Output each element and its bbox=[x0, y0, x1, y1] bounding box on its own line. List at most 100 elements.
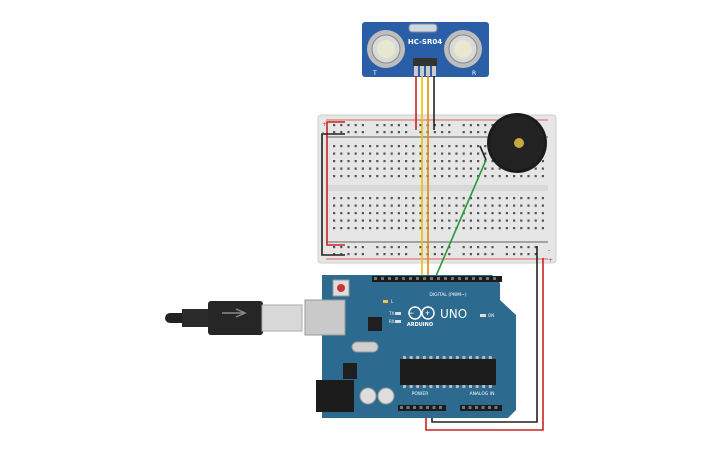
piezo-buzzer[interactable] bbox=[487, 113, 547, 173]
bb-rail-hole[interactable] bbox=[433, 124, 436, 127]
bb-rail-hole[interactable] bbox=[397, 131, 400, 134]
digital-pin[interactable] bbox=[388, 277, 391, 280]
bb-hole[interactable] bbox=[347, 160, 350, 163]
bb-hole[interactable] bbox=[469, 227, 472, 230]
bb-hole[interactable] bbox=[462, 152, 465, 155]
bb-hole[interactable] bbox=[347, 227, 350, 230]
bb-hole[interactable] bbox=[448, 152, 451, 155]
digital-pin[interactable] bbox=[479, 277, 482, 280]
bb-hole[interactable] bbox=[390, 197, 393, 200]
bb-rail-hole[interactable] bbox=[462, 253, 465, 256]
bb-hole[interactable] bbox=[405, 145, 408, 148]
bb-hole[interactable] bbox=[390, 167, 393, 170]
bb-hole[interactable] bbox=[441, 152, 444, 155]
digital-pin[interactable] bbox=[381, 277, 384, 280]
bb-hole[interactable] bbox=[405, 167, 408, 170]
usb-cable[interactable] bbox=[165, 301, 303, 335]
bb-rail-hole[interactable] bbox=[397, 124, 400, 127]
bb-hole[interactable] bbox=[376, 204, 379, 207]
bb-hole[interactable] bbox=[462, 227, 465, 230]
bb-rail-hole[interactable] bbox=[513, 246, 516, 249]
bb-rail-hole[interactable] bbox=[390, 253, 393, 256]
bb-rail-hole[interactable] bbox=[333, 131, 336, 134]
bb-hole[interactable] bbox=[333, 160, 336, 163]
bb-rail-hole[interactable] bbox=[333, 124, 336, 127]
digital-pin[interactable] bbox=[451, 277, 454, 280]
bb-hole[interactable] bbox=[397, 175, 400, 178]
bb-hole[interactable] bbox=[412, 219, 415, 222]
bb-hole[interactable] bbox=[441, 219, 444, 222]
bb-hole[interactable] bbox=[354, 227, 357, 230]
bb-hole[interactable] bbox=[505, 175, 508, 178]
bb-hole[interactable] bbox=[498, 219, 501, 222]
bb-hole[interactable] bbox=[369, 227, 372, 230]
bb-hole[interactable] bbox=[491, 212, 494, 215]
bb-hole[interactable] bbox=[340, 160, 343, 163]
bb-hole[interactable] bbox=[383, 145, 386, 148]
bb-hole[interactable] bbox=[383, 197, 386, 200]
wire-buzzer-signal[interactable] bbox=[435, 159, 487, 277]
bb-hole[interactable] bbox=[397, 167, 400, 170]
bb-hole[interactable] bbox=[541, 160, 544, 163]
analog-pin[interactable] bbox=[468, 406, 472, 409]
bb-hole[interactable] bbox=[397, 160, 400, 163]
bb-hole[interactable] bbox=[340, 167, 343, 170]
bb-hole[interactable] bbox=[361, 167, 364, 170]
bb-hole[interactable] bbox=[405, 227, 408, 230]
bb-rail-hole[interactable] bbox=[383, 246, 386, 249]
bb-rail-hole[interactable] bbox=[469, 124, 472, 127]
bb-hole[interactable] bbox=[369, 167, 372, 170]
bb-hole[interactable] bbox=[354, 219, 357, 222]
bb-hole[interactable] bbox=[405, 152, 408, 155]
bb-rail-hole[interactable] bbox=[347, 124, 350, 127]
bb-hole[interactable] bbox=[340, 175, 343, 178]
bb-hole[interactable] bbox=[484, 227, 487, 230]
bb-hole[interactable] bbox=[419, 219, 422, 222]
bb-hole[interactable] bbox=[520, 212, 523, 215]
bb-hole[interactable] bbox=[484, 152, 487, 155]
bb-hole[interactable] bbox=[361, 145, 364, 148]
bb-hole[interactable] bbox=[340, 152, 343, 155]
bb-hole[interactable] bbox=[397, 227, 400, 230]
bb-rail-hole[interactable] bbox=[397, 253, 400, 256]
wire-buzzer-gnd[interactable] bbox=[479, 145, 487, 161]
bb-rail-hole[interactable] bbox=[361, 253, 364, 256]
bb-hole[interactable] bbox=[469, 212, 472, 215]
bb-hole[interactable] bbox=[469, 197, 472, 200]
bb-hole[interactable] bbox=[477, 167, 480, 170]
bb-hole[interactable] bbox=[433, 219, 436, 222]
bb-rail-hole[interactable] bbox=[534, 246, 537, 249]
bb-hole[interactable] bbox=[390, 145, 393, 148]
bb-rail-hole[interactable] bbox=[520, 253, 523, 256]
bb-hole[interactable] bbox=[433, 145, 436, 148]
bb-hole[interactable] bbox=[433, 175, 436, 178]
bb-hole[interactable] bbox=[505, 197, 508, 200]
bb-hole[interactable] bbox=[455, 160, 458, 163]
power-pin[interactable] bbox=[406, 406, 410, 409]
bb-rail-hole[interactable] bbox=[390, 246, 393, 249]
bb-rail-hole[interactable] bbox=[390, 124, 393, 127]
bb-hole[interactable] bbox=[333, 204, 336, 207]
bb-hole[interactable] bbox=[361, 175, 364, 178]
bb-hole[interactable] bbox=[397, 145, 400, 148]
bb-hole[interactable] bbox=[354, 167, 357, 170]
bb-hole[interactable] bbox=[369, 152, 372, 155]
bb-rail-hole[interactable] bbox=[505, 246, 508, 249]
bb-hole[interactable] bbox=[462, 175, 465, 178]
bb-rail-hole[interactable] bbox=[469, 253, 472, 256]
bb-hole[interactable] bbox=[361, 160, 364, 163]
bb-hole[interactable] bbox=[541, 227, 544, 230]
power-pin[interactable] bbox=[419, 406, 423, 409]
bb-hole[interactable] bbox=[520, 219, 523, 222]
digital-pin[interactable] bbox=[486, 277, 489, 280]
bb-rail-hole[interactable] bbox=[361, 124, 364, 127]
bb-hole[interactable] bbox=[534, 167, 537, 170]
bb-hole[interactable] bbox=[448, 145, 451, 148]
bb-hole[interactable] bbox=[477, 152, 480, 155]
bb-hole[interactable] bbox=[520, 175, 523, 178]
bb-hole[interactable] bbox=[347, 219, 350, 222]
bb-hole[interactable] bbox=[405, 175, 408, 178]
bb-hole[interactable] bbox=[419, 204, 422, 207]
bb-hole[interactable] bbox=[383, 175, 386, 178]
bb-hole[interactable] bbox=[469, 160, 472, 163]
